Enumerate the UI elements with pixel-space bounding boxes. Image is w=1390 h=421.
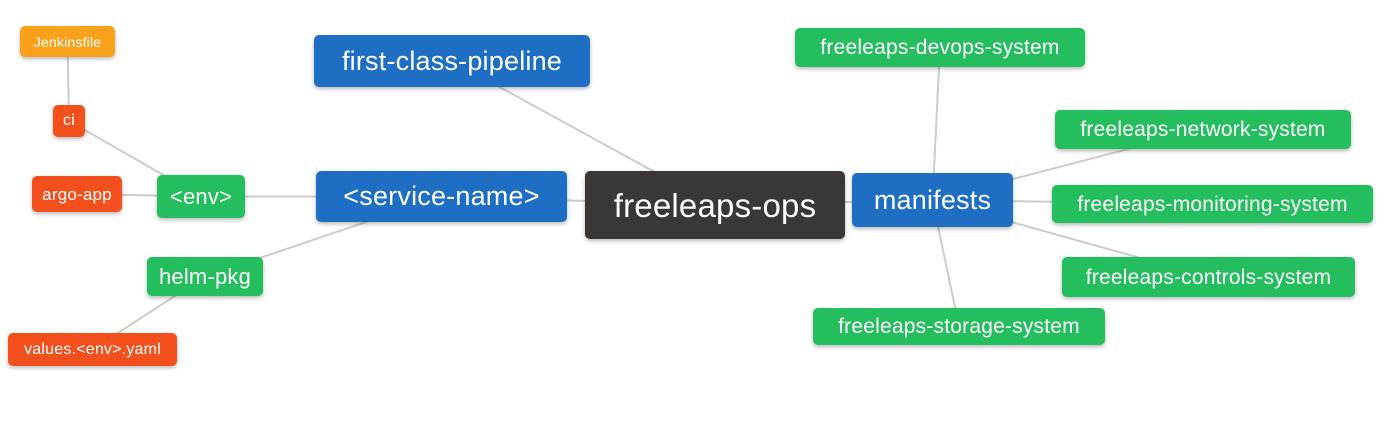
node-freeleaps-storage-system[interactable]: freeleaps-storage-system — [813, 308, 1105, 345]
node-env[interactable]: <env> — [157, 175, 245, 218]
node-freeleaps-ops[interactable]: freeleaps-ops — [585, 171, 845, 239]
node-freeleaps-network-system[interactable]: freeleaps-network-system — [1055, 110, 1351, 149]
node-freeleaps-monitoring-system[interactable]: freeleaps-monitoring-system — [1052, 185, 1373, 223]
node-jenkinsfile[interactable]: Jenkinsfile — [20, 26, 115, 57]
node-service-name[interactable]: <service-name> — [316, 171, 567, 222]
node-values-env-yaml[interactable]: values.<env>.yaml — [8, 333, 177, 366]
node-freeleaps-devops-system[interactable]: freeleaps-devops-system — [795, 28, 1085, 67]
node-ci[interactable]: ci — [53, 105, 85, 137]
node-freeleaps-controls-system[interactable]: freeleaps-controls-system — [1062, 257, 1355, 297]
node-argo-app[interactable]: argo-app — [32, 176, 122, 212]
node-helm-pkg[interactable]: helm-pkg — [147, 257, 263, 296]
node-manifests[interactable]: manifests — [852, 173, 1013, 227]
node-first-class-pipeline[interactable]: first-class-pipeline — [314, 35, 590, 87]
